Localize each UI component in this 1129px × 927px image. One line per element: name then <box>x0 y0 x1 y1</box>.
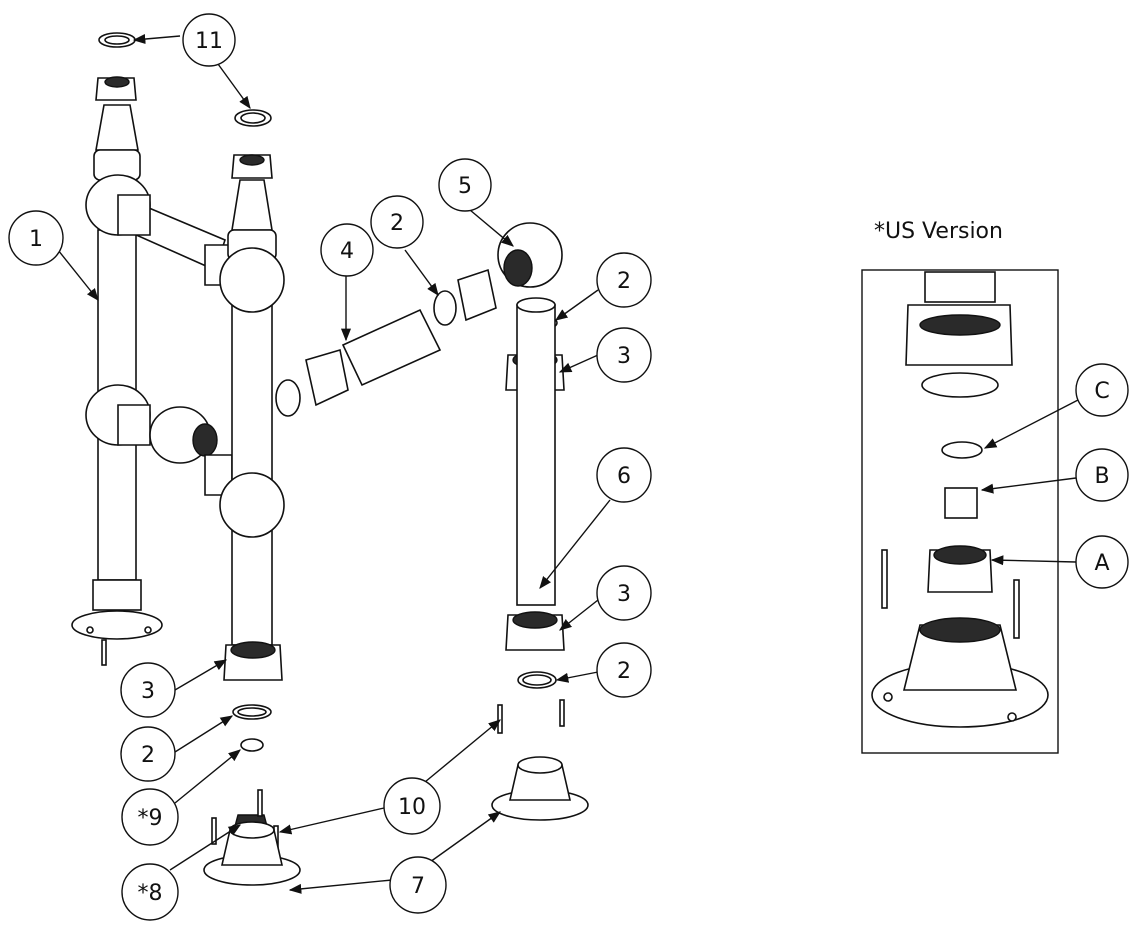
svg-text:2: 2 <box>141 743 155 768</box>
svg-text:B: B <box>1094 464 1109 489</box>
callout-3-left: 3 <box>120 659 228 718</box>
callout-2-lower-right: 2 <box>555 642 652 698</box>
callout-11: 11 <box>132 13 251 110</box>
svg-text:6: 6 <box>617 464 631 489</box>
callout-7: 7 <box>288 811 502 914</box>
svg-text:3: 3 <box>141 679 155 704</box>
svg-text:5: 5 <box>458 174 472 199</box>
svg-text:C: C <box>1094 379 1109 404</box>
inset-detail <box>871 271 1049 728</box>
svg-text:4: 4 <box>340 239 354 264</box>
inset-title: *US Version <box>874 219 1003 244</box>
svg-text:3: 3 <box>617 582 631 607</box>
callout-A: A <box>990 535 1129 589</box>
callout-3-upper: 3 <box>558 327 652 383</box>
svg-text:1: 1 <box>29 227 43 252</box>
svg-text:*8: *8 <box>138 881 163 906</box>
callout-2-top: 2 <box>370 195 439 297</box>
svg-text:*9: *9 <box>138 806 163 831</box>
callout-B: B <box>980 448 1129 502</box>
callout-3-lower: 3 <box>559 565 652 631</box>
callout-2-left: 2 <box>120 715 234 782</box>
svg-text:A: A <box>1094 551 1109 576</box>
svg-text:2: 2 <box>617 269 631 294</box>
svg-text:2: 2 <box>390 211 404 236</box>
callout-1: 1 <box>8 210 99 301</box>
svg-text:11: 11 <box>195 29 223 54</box>
svg-text:2: 2 <box>617 659 631 684</box>
rail-assembly <box>71 32 301 886</box>
callout-2-right: 2 <box>554 252 652 321</box>
svg-text:7: 7 <box>411 874 425 899</box>
svg-text:3: 3 <box>617 344 631 369</box>
callout-8: *8 <box>121 824 242 921</box>
callout-C: C <box>983 363 1129 449</box>
callout-9: *9 <box>121 749 241 846</box>
callout-10: 10 <box>278 719 501 835</box>
callout-5: 5 <box>438 158 514 247</box>
us-version-inset <box>861 269 1059 754</box>
svg-text:10: 10 <box>398 795 426 820</box>
exploded-fittings <box>275 222 589 821</box>
callout-6: 6 <box>539 447 652 589</box>
callout-4: 4 <box>320 223 374 342</box>
